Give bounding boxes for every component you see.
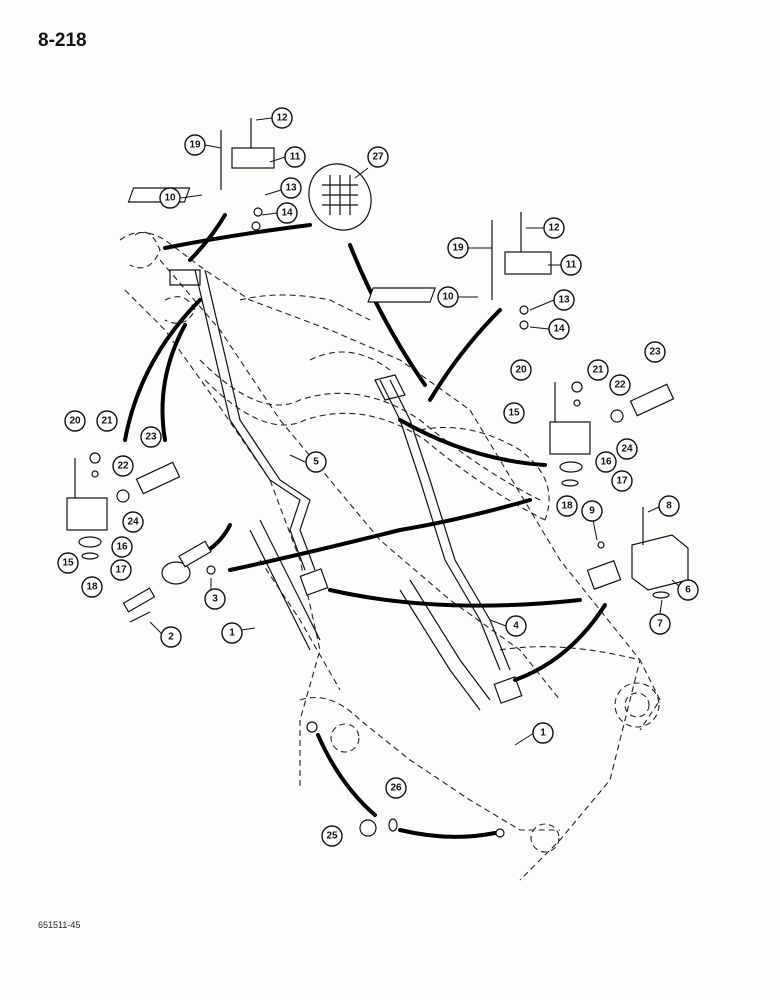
svg-text:16: 16 xyxy=(600,457,612,468)
svg-text:14: 14 xyxy=(281,208,293,219)
callout-27: 27 xyxy=(367,146,389,168)
svg-text:19: 19 xyxy=(452,243,464,254)
svg-text:9: 9 xyxy=(589,506,595,517)
callout-9: 9 xyxy=(581,500,603,522)
hose-outline xyxy=(199,351,550,521)
callout-1-right: 1 xyxy=(532,722,554,744)
callout-17-right: 17 xyxy=(611,470,633,492)
callout-13-lower: 13 xyxy=(553,289,575,311)
svg-text:11: 11 xyxy=(566,260,577,271)
svg-text:23: 23 xyxy=(649,347,661,358)
callout-26: 26 xyxy=(385,777,407,799)
callout-24-right: 24 xyxy=(616,438,638,460)
svg-text:4: 4 xyxy=(513,621,519,632)
svg-text:24: 24 xyxy=(127,517,139,528)
callout-2: 2 xyxy=(160,626,182,648)
boom-outline xyxy=(119,231,661,881)
callout-12-lower: 12 xyxy=(543,217,565,239)
svg-text:21: 21 xyxy=(592,365,604,376)
svg-text:1: 1 xyxy=(540,728,546,739)
svg-text:12: 12 xyxy=(548,223,560,234)
callout-17-left: 17 xyxy=(110,559,132,581)
svg-text:18: 18 xyxy=(86,582,98,593)
callout-5: 5 xyxy=(305,451,327,473)
svg-text:15: 15 xyxy=(62,558,74,569)
svg-text:13: 13 xyxy=(285,183,297,194)
callout-22-left: 22 xyxy=(112,455,134,477)
callout-3: 3 xyxy=(204,588,226,610)
callout-20-right: 20 xyxy=(510,359,532,381)
svg-text:7: 7 xyxy=(657,619,663,630)
svg-text:10: 10 xyxy=(442,292,454,303)
callout-20-left: 20 xyxy=(64,410,86,432)
svg-text:27: 27 xyxy=(372,152,384,163)
page-number: 8-218 xyxy=(38,30,87,51)
callout-8: 8 xyxy=(658,495,680,517)
callout-18-right: 18 xyxy=(556,495,578,517)
callout-13-upper: 13 xyxy=(280,177,302,199)
callout-16-left: 16 xyxy=(111,536,133,558)
callout-1-left: 1 xyxy=(221,622,243,644)
svg-text:14: 14 xyxy=(553,324,565,335)
svg-text:20: 20 xyxy=(69,416,81,427)
callout-21-right: 21 xyxy=(587,359,609,381)
callout-15-left: 15 xyxy=(57,552,79,574)
svg-text:8: 8 xyxy=(666,501,672,512)
callout-24-left: 24 xyxy=(122,511,144,533)
callout-10-lower: 10 xyxy=(437,286,459,308)
svg-text:13: 13 xyxy=(558,295,570,306)
svg-text:25: 25 xyxy=(326,831,338,842)
callout-21-left: 21 xyxy=(96,410,118,432)
svg-text:26: 26 xyxy=(390,783,402,794)
callout-15-right: 15 xyxy=(503,402,525,424)
callout-23-left: 23 xyxy=(140,426,162,448)
callout-16-right: 16 xyxy=(595,451,617,473)
svg-text:6: 6 xyxy=(685,585,691,596)
callout-12-upper: 12 xyxy=(271,107,293,129)
callouts: 12 19 11 27 10 13 14 12 19 11 10 13 14 2… xyxy=(57,107,699,847)
svg-text:3: 3 xyxy=(212,594,218,605)
svg-text:12: 12 xyxy=(276,113,288,124)
callout-11-lower: 11 xyxy=(560,254,582,276)
callout-6: 6 xyxy=(677,579,699,601)
svg-text:23: 23 xyxy=(145,432,157,443)
callout-14-lower: 14 xyxy=(548,318,570,340)
callout-10-upper: 10 xyxy=(159,187,181,209)
parts xyxy=(66,118,689,838)
svg-text:17: 17 xyxy=(115,565,127,576)
callout-19-upper: 19 xyxy=(184,134,206,156)
callout-25: 25 xyxy=(321,825,343,847)
callout-22-right: 22 xyxy=(609,374,631,396)
cylinder-tubes xyxy=(169,269,523,711)
svg-text:19: 19 xyxy=(189,140,201,151)
callout-23-right: 23 xyxy=(644,341,666,363)
svg-text:21: 21 xyxy=(101,416,113,427)
figure-reference: 651511-45 xyxy=(38,920,81,930)
svg-text:1: 1 xyxy=(229,628,235,639)
callout-19-lower: 19 xyxy=(447,237,469,259)
callout-7: 7 xyxy=(649,613,671,635)
svg-text:15: 15 xyxy=(508,408,520,419)
svg-text:22: 22 xyxy=(117,461,129,472)
svg-text:24: 24 xyxy=(621,444,633,455)
svg-text:17: 17 xyxy=(616,476,628,487)
svg-text:16: 16 xyxy=(116,542,128,553)
callout-18-left: 18 xyxy=(81,576,103,598)
leader-lines xyxy=(149,117,681,746)
svg-text:10: 10 xyxy=(164,193,176,204)
callout-11-upper: 11 xyxy=(284,146,306,168)
svg-text:2: 2 xyxy=(168,632,174,643)
svg-text:5: 5 xyxy=(313,457,319,468)
svg-text:18: 18 xyxy=(561,501,573,512)
svg-text:11: 11 xyxy=(290,152,301,163)
svg-text:22: 22 xyxy=(614,380,626,391)
callout-4: 4 xyxy=(505,615,527,637)
callout-14-upper: 14 xyxy=(276,202,298,224)
svg-text:20: 20 xyxy=(515,365,527,376)
